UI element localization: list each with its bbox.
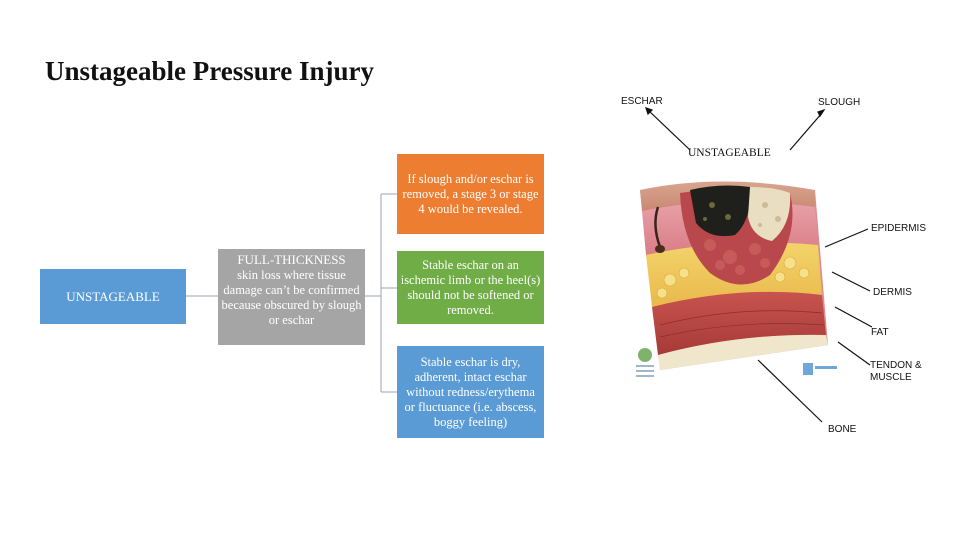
tree-mid-box: FULL-THICKNESS skin loss where tissue da… — [218, 249, 365, 345]
label-eschar: ESCHAR — [621, 96, 663, 107]
pointer-bone — [757, 359, 823, 423]
label-fat: FAT — [871, 327, 889, 338]
tree-root-box: UNSTAGEABLE — [40, 269, 186, 324]
label-slough: SLOUGH — [818, 97, 861, 108]
bone-layer — [658, 334, 828, 370]
pointer-epidermis — [824, 228, 869, 248]
label-tendon-muscle: TENDON & MUSCLE — [870, 360, 922, 384]
tree-mid-body: skin loss where tissue damage can’t be c… — [221, 268, 362, 327]
tree-child-a-box: If slough and/or eschar is removed, a st… — [397, 154, 544, 234]
label-epidermis: EPIDERMIS — [871, 223, 927, 234]
label-tendon-muscle-line1: TENDON & — [870, 360, 922, 371]
pointer-eschar — [647, 109, 691, 151]
label-unstageable: UNSTAGEABLE — [688, 147, 771, 159]
muscle-layer — [652, 291, 826, 355]
label-dermis: DERMIS — [873, 287, 912, 298]
tree-child-b-text: Stable eschar on an ischemic limb or the… — [400, 257, 541, 317]
page-title: Unstageable Pressure Injury — [45, 56, 374, 86]
label-bone: BONE — [828, 424, 857, 435]
pointer-fat — [834, 306, 873, 328]
clinic-logo-left — [636, 348, 654, 377]
pointer-tendon-muscle — [837, 341, 871, 366]
tree-child-c-text: Stable eschar is dry, adherent, intact e… — [404, 354, 537, 429]
hair-follicle — [654, 206, 662, 248]
tree-child-c-box: Stable eschar is dry, adherent, intact e… — [397, 346, 544, 438]
label-tendon-muscle-line2: MUSCLE — [870, 372, 912, 383]
tree-root-label: UNSTAGEABLE — [66, 289, 160, 304]
tree-child-a-text: If slough and/or eschar is removed, a st… — [402, 171, 539, 216]
wound-cross-section-illustration — [636, 181, 837, 377]
tree-child-b-box: Stable eschar on an ischemic limb or the… — [397, 251, 544, 324]
pointer-dermis — [831, 271, 871, 292]
eschar-area — [690, 185, 751, 237]
clinic-logo-right — [803, 363, 837, 375]
pointer-slough — [789, 112, 823, 151]
slough-area — [748, 187, 791, 241]
tree-mid-heading: FULL-THICKNESS — [237, 252, 346, 267]
